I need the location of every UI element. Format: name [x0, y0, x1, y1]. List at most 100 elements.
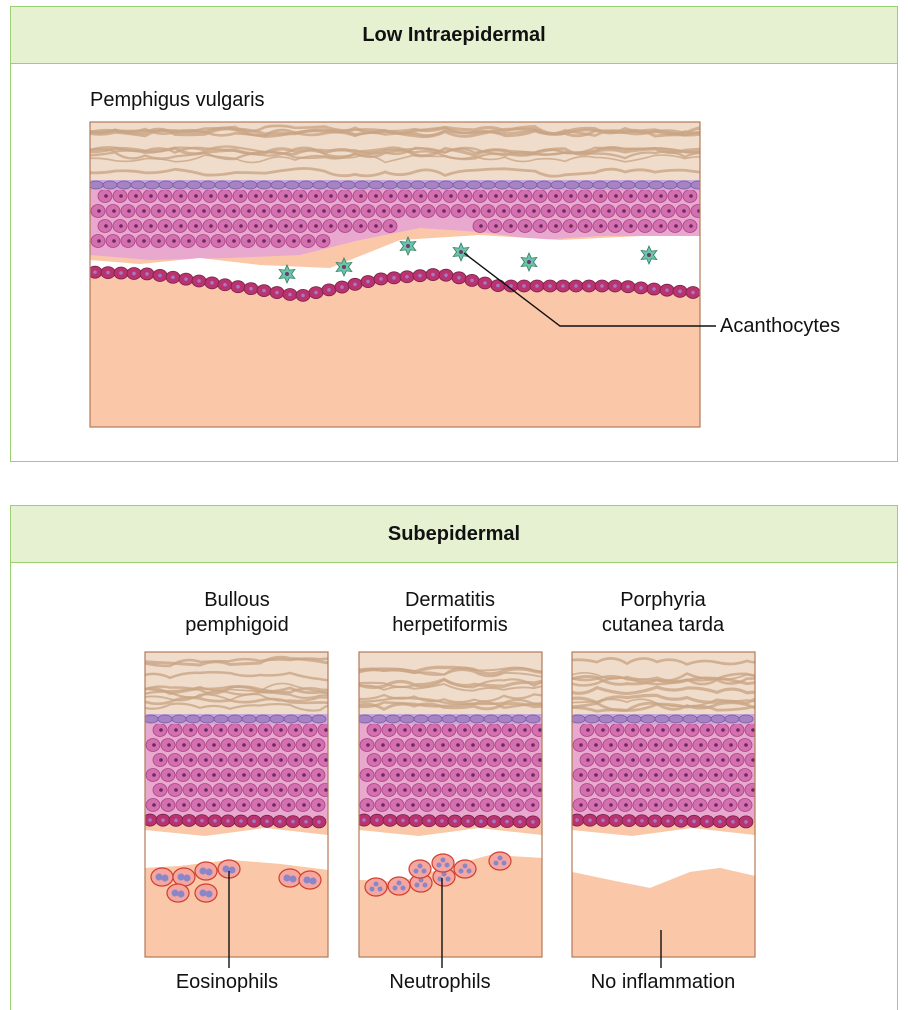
- keratinocyte-nucleus: [652, 209, 656, 213]
- keratinocyte-nucleus: [607, 209, 611, 213]
- granular-cell: [299, 181, 313, 189]
- neutrophil-icon: [409, 860, 431, 878]
- granular-cell: [467, 181, 481, 189]
- keratinocyte-nucleus: [292, 239, 296, 243]
- basal-cell-nucleus: [457, 276, 461, 280]
- keratinocyte-nucleus: [234, 728, 238, 732]
- keratinocyte-nucleus: [389, 224, 393, 228]
- basal-cell-nucleus: [353, 283, 357, 287]
- keratinocyte-nucleus: [219, 758, 223, 762]
- keratinocyte-nucleus: [388, 788, 392, 792]
- keratinocyte-nucleus: [397, 209, 401, 213]
- keratinocyte-nucleus: [691, 758, 695, 762]
- neutrophil-icon: [432, 854, 454, 872]
- basal-cell-nucleus: [418, 274, 422, 278]
- keratinocyte-nucleus: [264, 758, 268, 762]
- basal-cell-nucleus: [379, 277, 383, 281]
- basal-cell-nucleus: [466, 819, 470, 823]
- keratinocyte-nucleus: [449, 194, 453, 198]
- bullous-pemphigoid-diagram: [140, 652, 350, 960]
- keratinocyte-nucleus: [302, 803, 306, 807]
- keratinocyte-nucleus: [224, 224, 228, 228]
- basal-cell-nucleus: [148, 818, 152, 822]
- neutrophil-nucleus-lobe: [393, 886, 398, 891]
- keratinocyte-nucleus: [254, 194, 258, 198]
- granular-cell: [456, 715, 470, 723]
- keratinocyte-nucleus: [691, 728, 695, 732]
- neutrophil-nucleus-lobe: [446, 877, 451, 882]
- keratinocyte-nucleus: [239, 224, 243, 228]
- granular-cell: [523, 181, 537, 189]
- keratinocyte-nucleus: [157, 209, 161, 213]
- acanthocyte-nucleus: [459, 250, 463, 254]
- keratinocyte-nucleus: [736, 728, 740, 732]
- eosinophil-nucleus-lobe: [178, 874, 185, 881]
- neutrophil-nucleus-lobe: [374, 882, 379, 887]
- basal-cell-nucleus: [301, 294, 305, 298]
- keratinocyte-nucleus: [159, 728, 163, 732]
- keratinocyte-nucleus: [523, 788, 527, 792]
- keratinocyte-nucleus: [729, 803, 733, 807]
- keratinocyte-nucleus: [324, 758, 328, 762]
- keratinocyte-nucleus: [516, 743, 520, 747]
- keratinocyte-nucleus: [247, 239, 251, 243]
- keratinocyte-nucleus: [441, 743, 445, 747]
- granular-cell: [358, 715, 372, 723]
- keratinocyte-nucleus: [586, 758, 590, 762]
- keratinocyte-nucleus: [523, 728, 527, 732]
- keratinocyte-nucleus: [302, 743, 306, 747]
- basal-cell-nucleus: [210, 281, 214, 285]
- acanthocyte-nucleus: [527, 260, 531, 264]
- keratinocyte-nucleus: [654, 743, 658, 747]
- keratinocyte-nucleus: [272, 773, 276, 777]
- keratinocyte-nucleus: [373, 788, 377, 792]
- basal-cell-nucleus: [652, 287, 656, 291]
- granular-cell: [571, 715, 585, 723]
- keratinocyte-nucleus: [314, 224, 318, 228]
- keratinocyte-nucleus: [277, 209, 281, 213]
- keratinocyte-nucleus: [249, 758, 253, 762]
- keratinocyte-nucleus: [172, 209, 176, 213]
- keratinocyte-nucleus: [167, 743, 171, 747]
- annotation-eosinophils: Eosinophils: [137, 970, 317, 995]
- keratinocyte-nucleus: [142, 239, 146, 243]
- basal-cell-nucleus: [744, 820, 748, 824]
- keratinocyte-nucleus: [174, 758, 178, 762]
- basal-cell-nucleus: [184, 277, 188, 281]
- keratinocyte-nucleus: [142, 209, 146, 213]
- keratinocyte-nucleus: [359, 224, 363, 228]
- basal-cell-nucleus: [705, 820, 709, 824]
- keratinocyte-nucleus: [714, 803, 718, 807]
- basal-cell-nucleus: [444, 273, 448, 277]
- keratinocyte-nucleus: [404, 194, 408, 198]
- granular-cell: [691, 181, 705, 189]
- keratinocyte-nucleus: [189, 758, 193, 762]
- granular-cell: [215, 181, 229, 189]
- keratinocyte-nucleus: [539, 194, 543, 198]
- keratinocyte-nucleus: [219, 728, 223, 732]
- keratinocyte-nucleus: [654, 803, 658, 807]
- keratinocyte-nucleus: [721, 758, 725, 762]
- keratinocyte-nucleus: [577, 209, 581, 213]
- annotation-acanthocytes: Acanthocytes: [720, 314, 840, 339]
- basal-cell-nucleus: [691, 291, 695, 295]
- keratinocyte-nucleus: [294, 758, 298, 762]
- keratinocyte-nucleus: [516, 803, 520, 807]
- keratinocyte-nucleus: [287, 803, 291, 807]
- keratinocyte-nucleus: [579, 803, 583, 807]
- keratinocyte-nucleus: [104, 224, 108, 228]
- basal-cell-nucleus: [479, 820, 483, 824]
- keratinocyte-nucleus: [299, 194, 303, 198]
- keratinocyte-nucleus: [601, 758, 605, 762]
- eosinophil-nucleus-lobe: [290, 876, 297, 883]
- granular-cell: [372, 715, 386, 723]
- keratinocyte-nucleus: [744, 743, 748, 747]
- keratinocyte-nucleus: [234, 788, 238, 792]
- basal-cell-nucleus: [496, 284, 500, 288]
- keratinocyte-nucleus: [134, 194, 138, 198]
- keratinocyte-nucleus: [441, 803, 445, 807]
- granular-cell: [383, 181, 397, 189]
- keratinocyte-nucleus: [714, 773, 718, 777]
- basal-cell-nucleus: [574, 284, 578, 288]
- keratinocyte-nucleus: [389, 194, 393, 198]
